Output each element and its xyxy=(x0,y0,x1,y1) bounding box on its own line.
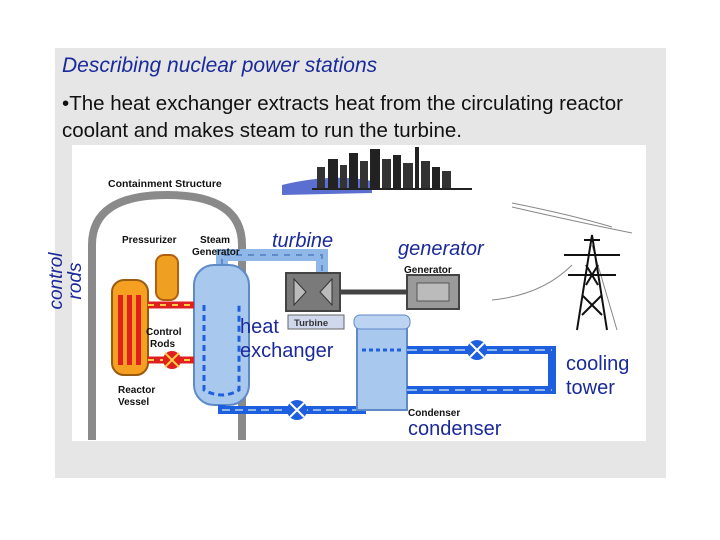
containment-label: Containment Structure xyxy=(108,178,222,190)
condenser: Condenser xyxy=(353,314,460,419)
generator: Generator xyxy=(404,265,460,310)
steam-generator-label-1: Steam xyxy=(200,235,230,246)
turbine-diagram-label: Turbine xyxy=(294,318,328,329)
steam-generator-label-2: Generator xyxy=(192,247,240,258)
containment-structure: Containment Structure xyxy=(88,178,246,440)
bullet-text: The heat exchanger extracts heat from th… xyxy=(62,92,623,142)
cooling-tower-label-line1: cooling xyxy=(566,353,630,375)
heat-exchanger-label-line2: exchanger xyxy=(240,340,334,362)
control-rods-label-line2: rods xyxy=(65,262,86,300)
bullet-symbol: • xyxy=(62,92,70,115)
pressurizer: Pressurizer xyxy=(122,235,179,301)
reactor-vessel: Reactor Vessel xyxy=(111,279,155,408)
feedwater-pump-icon xyxy=(287,400,307,420)
reactor-vessel-label-2: Vessel xyxy=(118,397,149,408)
condenser-diagram-label: Condenser xyxy=(408,408,460,419)
generator-diagram-label: Generator xyxy=(404,265,452,276)
city-skyline-icon xyxy=(282,147,472,195)
condenser-label: condenser xyxy=(408,418,502,440)
coolant-pump-icon xyxy=(163,351,181,369)
control-rods-label-2: Rods xyxy=(150,339,175,350)
turbine: Turbine xyxy=(285,272,345,330)
cooling-pump-icon xyxy=(467,340,487,360)
generator-label: generator xyxy=(398,238,484,260)
nuclear-plant-diagram: Containment Structure Steam Generator Pr… xyxy=(72,145,646,441)
control-rods-label: control rods xyxy=(46,241,86,321)
power-lines xyxy=(491,202,633,331)
heat-exchanger-label-line1: heat xyxy=(240,316,279,338)
control-rods-label-line1: control xyxy=(46,252,67,310)
cooling-tower-label-line2: tower xyxy=(566,377,615,399)
transmission-tower-icon xyxy=(564,234,620,331)
bullet-paragraph: •The heat exchanger extracts heat from t… xyxy=(62,90,662,144)
turbine-label: turbine xyxy=(272,230,334,252)
plant-illustration: Containment Structure Steam Generator Pr… xyxy=(88,147,633,440)
pressurizer-label: Pressurizer xyxy=(122,235,177,246)
slide-title: Describing nuclear power stations xyxy=(62,54,378,77)
reactor-vessel-label-1: Reactor xyxy=(118,385,155,396)
control-rods-label-1: Control xyxy=(146,327,182,338)
